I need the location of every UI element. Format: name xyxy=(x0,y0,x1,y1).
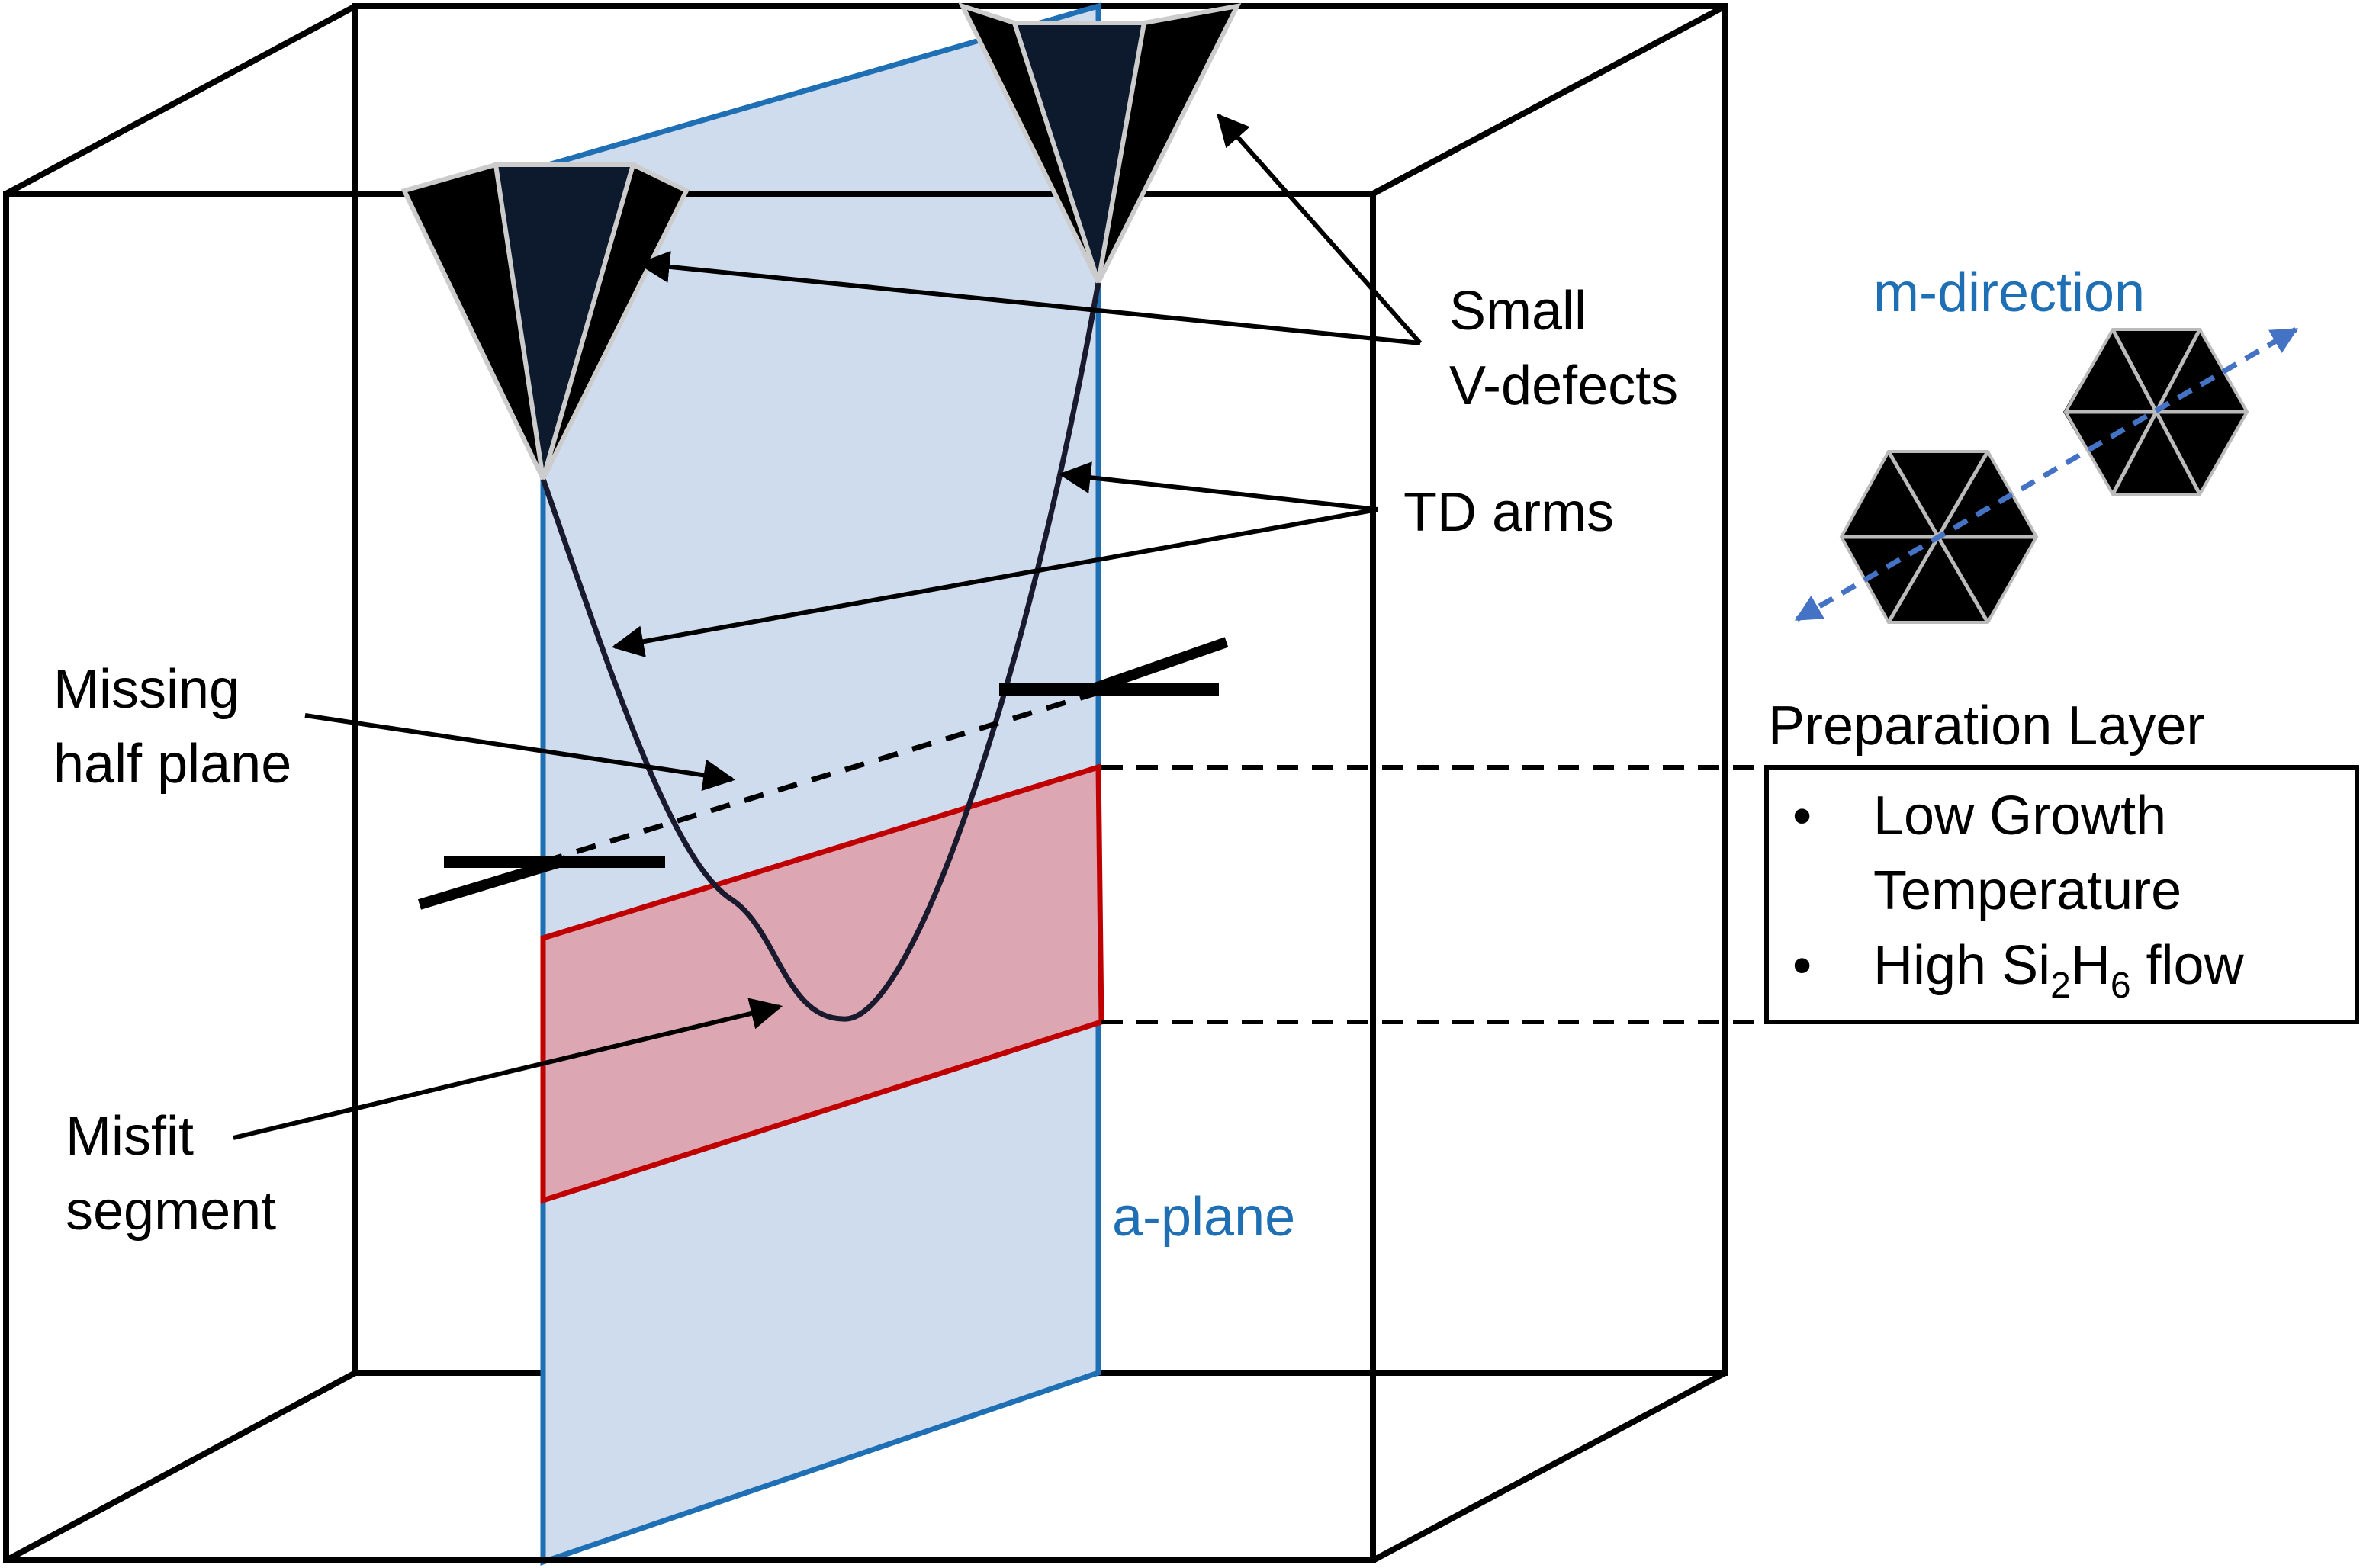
dislocation-symbol-left xyxy=(417,855,665,910)
label-segment: segment xyxy=(66,1181,276,1242)
missing-half-plane-dashed xyxy=(542,689,1100,865)
v-defect-right xyxy=(958,2,1242,284)
label-a-plane: a-plane xyxy=(1112,1187,1295,1248)
v-defect-left xyxy=(400,161,690,480)
item2-prefix: High Si xyxy=(1873,935,2050,996)
label-v-defects: V-defects xyxy=(1449,355,1678,416)
preparation-layer-title: Preparation Layer xyxy=(1768,696,2204,757)
label-misfit: Misfit xyxy=(66,1106,194,1167)
item2-sub2: 6 xyxy=(2111,966,2131,1006)
preparation-layer-box xyxy=(1764,765,2359,1024)
m-direction-arrow xyxy=(1794,326,2299,622)
dislocation-symbol-right xyxy=(999,637,1229,696)
label-small: Small xyxy=(1449,281,1587,342)
label-half-plane: half plane xyxy=(53,734,291,795)
item2-sub1: 2 xyxy=(2050,966,2071,1006)
item1-line1: Low Growth xyxy=(1873,786,2166,847)
prep-layer-guides xyxy=(1101,765,1767,1024)
hexagon-icon-upper xyxy=(2063,328,2249,496)
bullet-1: • xyxy=(1792,786,1812,847)
item2-mid: H xyxy=(2071,935,2111,996)
annotation-arrows xyxy=(233,113,1423,1140)
bullet-2: • xyxy=(1792,935,1812,996)
label-td-arms: TD arms xyxy=(1403,482,1614,543)
label-m-direction: m-direction xyxy=(1873,262,2145,323)
item2-text: High Si2H6 flow xyxy=(1873,935,2245,1006)
item2-suffix: flow xyxy=(2131,935,2245,996)
box-edges xyxy=(5,3,1727,1563)
label-missing: Missing xyxy=(53,659,240,720)
item1-line2: Temperature xyxy=(1873,860,2181,921)
